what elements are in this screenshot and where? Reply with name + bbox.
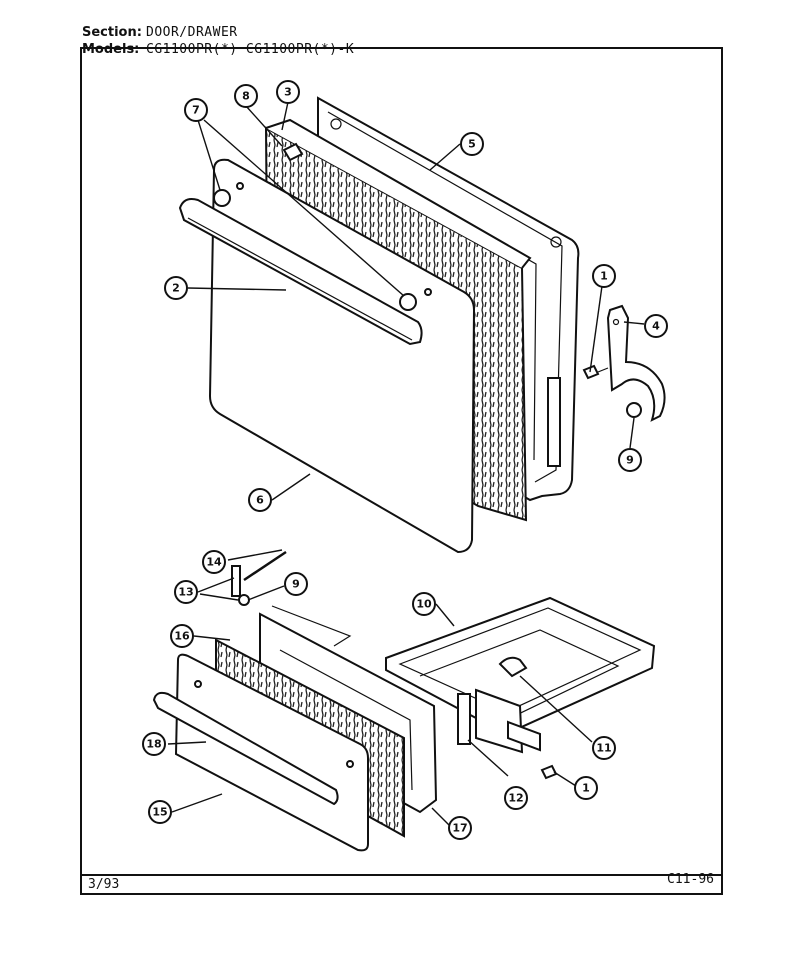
screw-hole-left [236, 182, 244, 190]
callout-13: 13 [174, 580, 198, 604]
callout-1-top: 1 [592, 264, 616, 288]
page-header: Section: DOOR/DRAWER Models: CG1100PR(*) C… [82, 24, 354, 58]
svg-text:18: 18 [146, 738, 161, 751]
svg-text:13: 13 [178, 586, 193, 599]
svg-text:12: 12 [508, 792, 523, 805]
footer-divider [80, 874, 723, 876]
svg-text:11: 11 [596, 742, 611, 755]
callout-17: 17 [448, 816, 472, 840]
leader-lines [167, 101, 645, 827]
svg-text:17: 17 [452, 822, 467, 835]
handle-spacer-right [399, 293, 417, 311]
svg-text:10: 10 [416, 598, 432, 611]
callout-16: 16 [170, 624, 194, 648]
svg-text:15: 15 [152, 806, 167, 819]
drawer-screw [540, 764, 558, 780]
callout-18: 18 [142, 732, 166, 756]
drawer-slide-bracket [231, 565, 241, 597]
svg-text:14: 14 [206, 556, 222, 569]
callout-11: 11 [592, 736, 616, 760]
svg-text:16: 16 [174, 630, 190, 643]
callout-14: 14 [202, 550, 226, 574]
svg-text:8: 8 [242, 90, 250, 103]
callout-9-top: 9 [618, 448, 642, 472]
svg-text:9: 9 [626, 454, 634, 467]
callout-1-bottom: 1 [574, 776, 598, 800]
drawer-nut [238, 594, 250, 606]
svg-text:3: 3 [284, 86, 292, 99]
door-hinge [606, 304, 666, 422]
hinge-nut [626, 402, 642, 418]
svg-text:1: 1 [582, 782, 590, 795]
callout-9-bottom: 9 [284, 572, 308, 596]
svg-text:7: 7 [192, 104, 200, 117]
handle-spacer-left [213, 189, 231, 207]
models-label: Models: [82, 42, 140, 57]
callout-5: 5 [460, 132, 484, 156]
screw-8 [282, 142, 304, 162]
svg-text:4: 4 [652, 320, 660, 333]
callout-8: 8 [234, 84, 258, 108]
hinge-slot [547, 377, 561, 467]
svg-text:6: 6 [256, 494, 264, 507]
callout-7: 7 [184, 98, 208, 122]
callout-10: 10 [412, 592, 436, 616]
svg-text:9: 9 [292, 578, 300, 591]
drawer-rod [243, 550, 287, 582]
callout-12: 12 [504, 786, 528, 810]
svg-text:2: 2 [172, 282, 180, 295]
svg-text:5: 5 [468, 138, 476, 151]
screw-hole-right [424, 288, 432, 296]
drawer-bracket [457, 693, 471, 745]
drawer-frame [385, 596, 656, 754]
callout-4: 4 [644, 314, 668, 338]
section-value: DOOR/DRAWER [146, 25, 238, 40]
callout-2: 2 [164, 276, 188, 300]
callout-3: 3 [276, 80, 300, 104]
footer-code: C11-96 [667, 872, 714, 887]
callout-15: 15 [148, 800, 172, 824]
diagram-frame [80, 47, 723, 895]
section-label: Section: [82, 25, 142, 40]
callout-6: 6 [248, 488, 272, 512]
drawer-handle [152, 691, 339, 806]
door-handle [178, 198, 423, 346]
footer-date: 3/93 [88, 877, 120, 892]
svg-text:1: 1 [600, 270, 608, 283]
models-value: CG1100PR(*) CG1100PR(*)-K [146, 42, 355, 57]
